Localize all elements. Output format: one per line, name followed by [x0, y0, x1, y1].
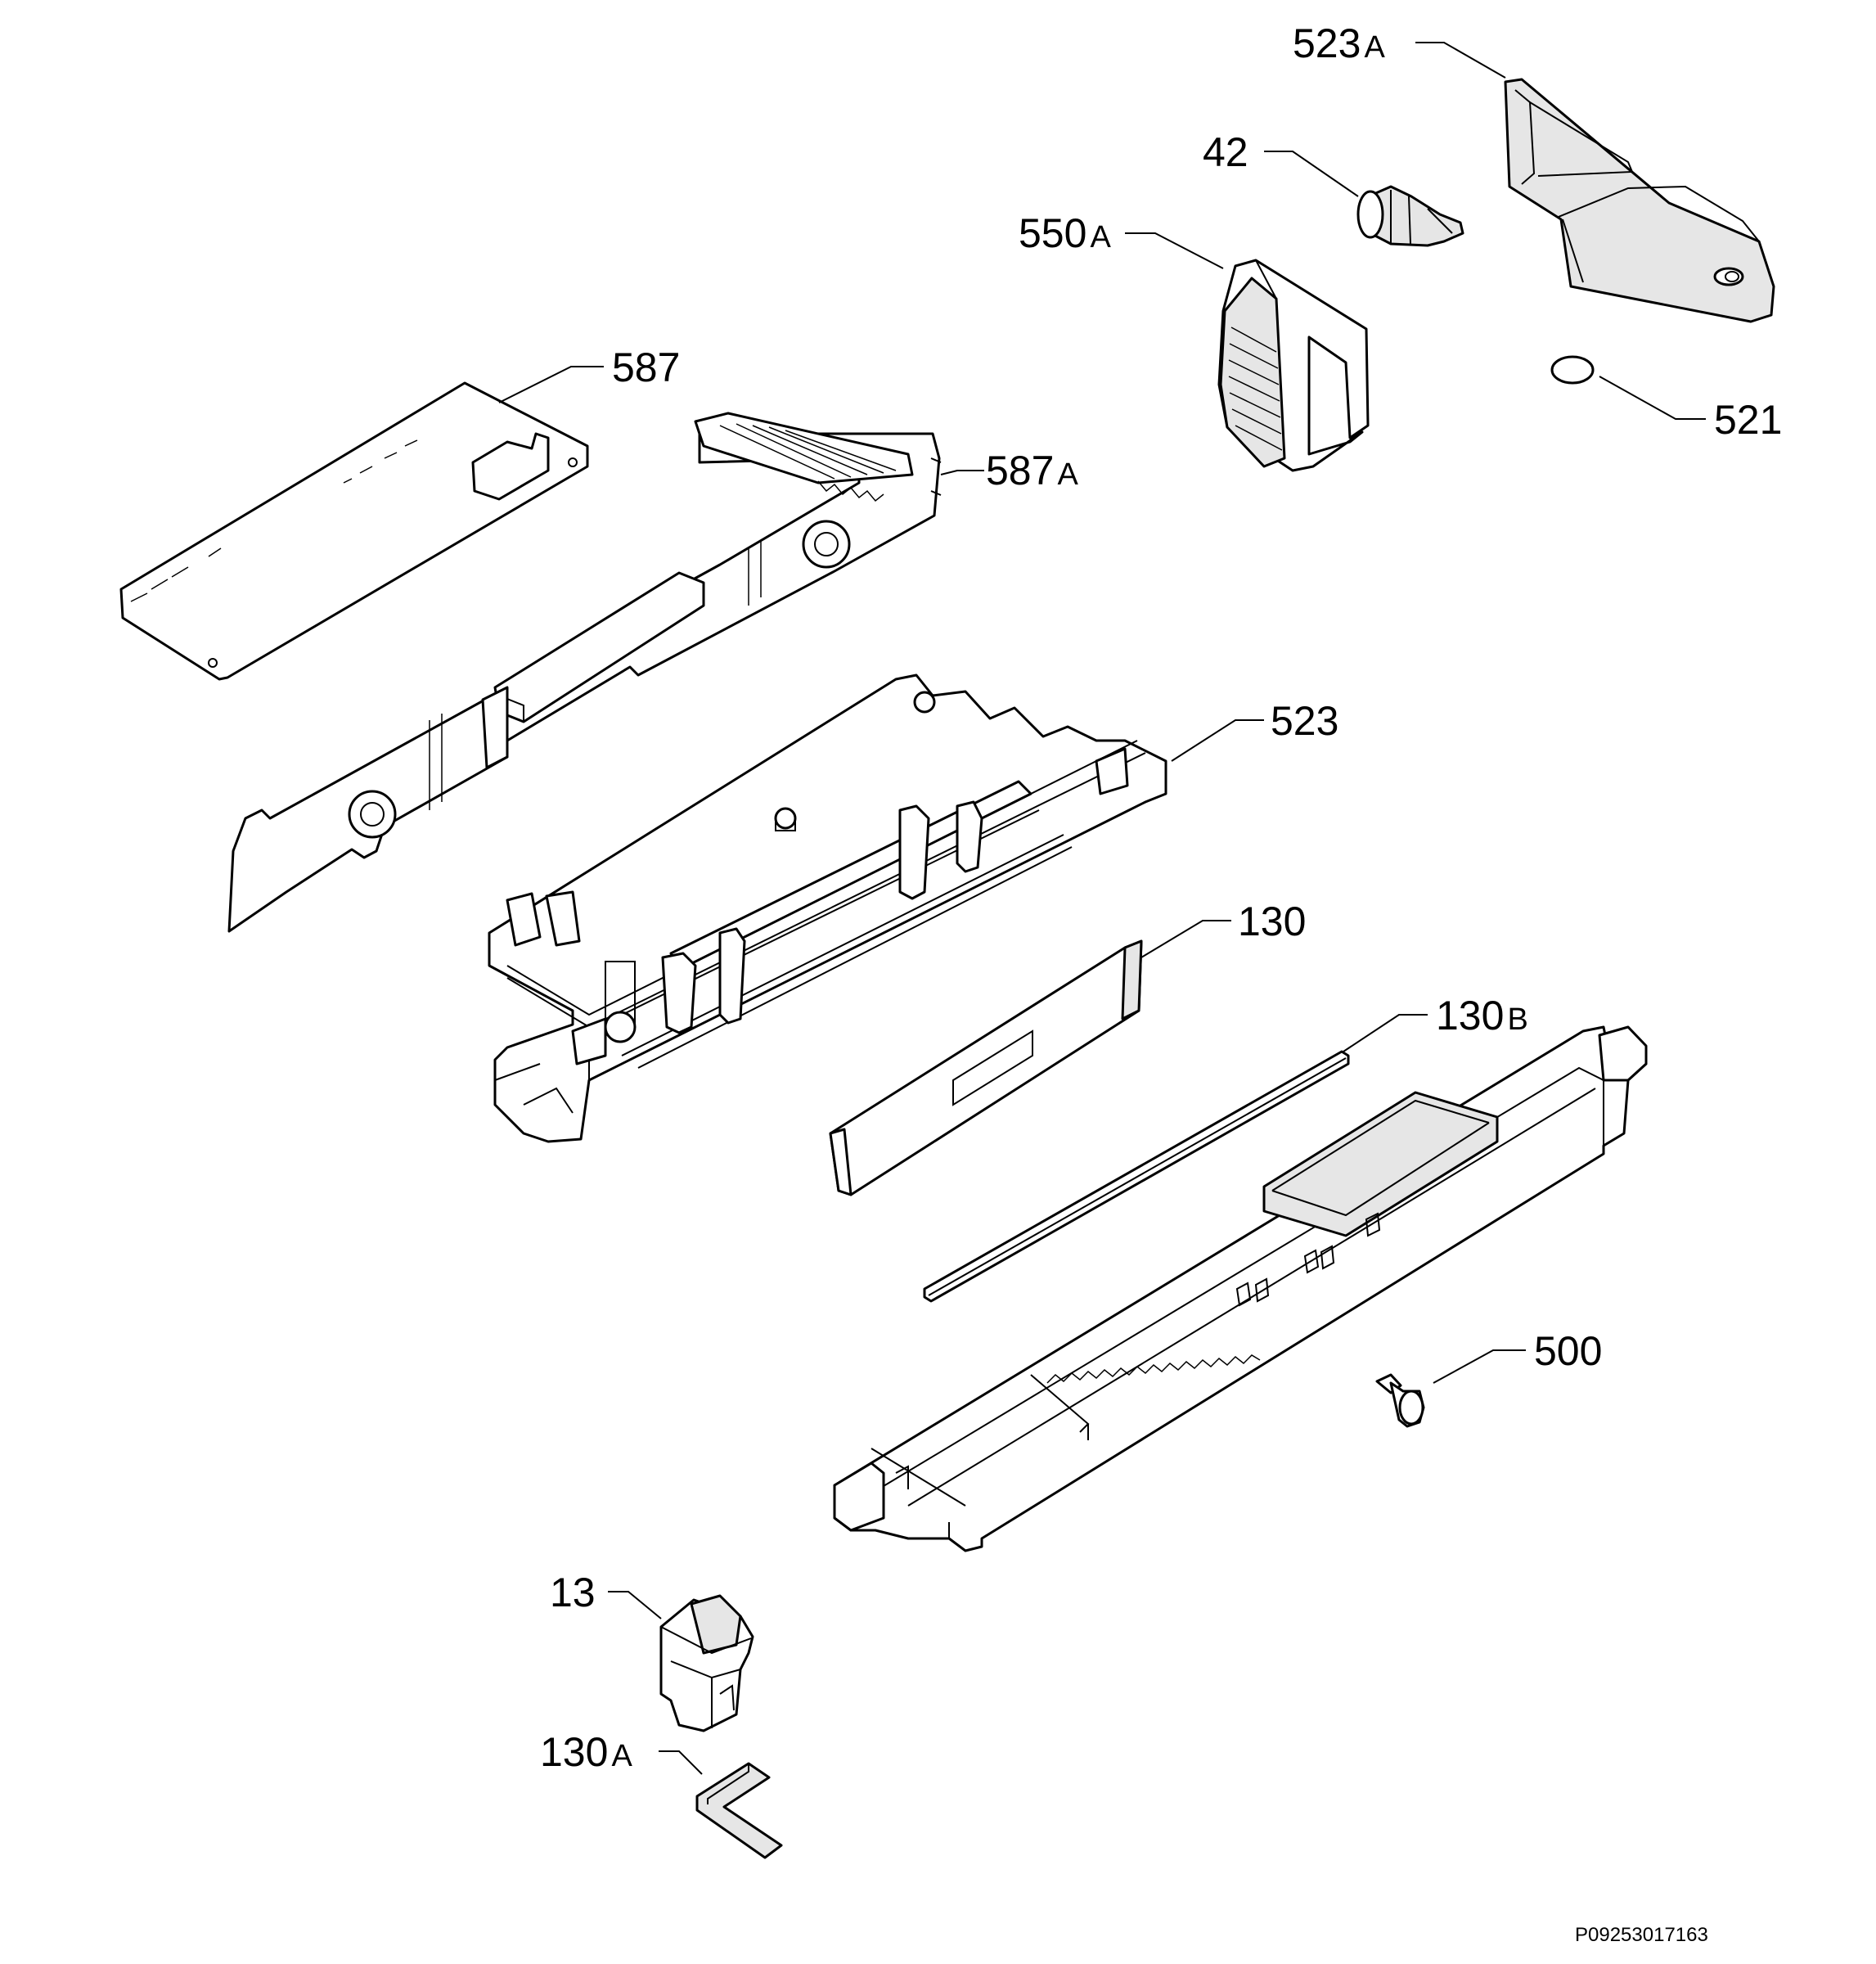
leader-42 — [1264, 151, 1359, 197]
leader-587 — [498, 366, 604, 403]
part-42-lamp-holder — [1356, 185, 1464, 247]
leader-521 — [1599, 376, 1706, 420]
callout-587: 587 — [612, 345, 680, 390]
part-550A-clip — [1217, 259, 1370, 472]
callout-523: 523 — [1271, 698, 1338, 744]
leader-500 — [1433, 1349, 1526, 1384]
leader-130A — [659, 1750, 703, 1775]
part-13-switch — [659, 1594, 754, 1732]
leader-130B — [1343, 1014, 1428, 1052]
part-500-screw — [1375, 1373, 1425, 1428]
leader-523A — [1415, 42, 1506, 79]
callout-521: 521 — [1714, 397, 1782, 443]
part-587A-mounting-plate — [227, 412, 942, 933]
leader-lines — [498, 42, 1706, 1775]
leader-550A — [1125, 232, 1224, 269]
part-587-circuit-board — [119, 381, 589, 681]
leader-523 — [1171, 719, 1264, 762]
callout-130: 130 — [1238, 899, 1306, 944]
part-523-control-tray — [488, 673, 1167, 1143]
callout-500: 500 — [1534, 1328, 1602, 1374]
part-130A-l-seal — [695, 1762, 783, 1859]
reference-code: P09253017163 — [1575, 1924, 1708, 1946]
part-130-display-lens — [829, 939, 1143, 1196]
leader-13 — [608, 1591, 662, 1619]
callout-13: 13 — [550, 1570, 596, 1615]
part-130B-light-guide — [923, 1050, 1350, 1303]
leader-587A — [940, 470, 984, 475]
part-521-o-ring — [1550, 355, 1595, 385]
leader-130 — [1140, 920, 1231, 958]
part-control-panel — [833, 1025, 1648, 1552]
callout-42: 42 — [1203, 129, 1248, 175]
part-523A-end-cap — [1504, 78, 1775, 323]
